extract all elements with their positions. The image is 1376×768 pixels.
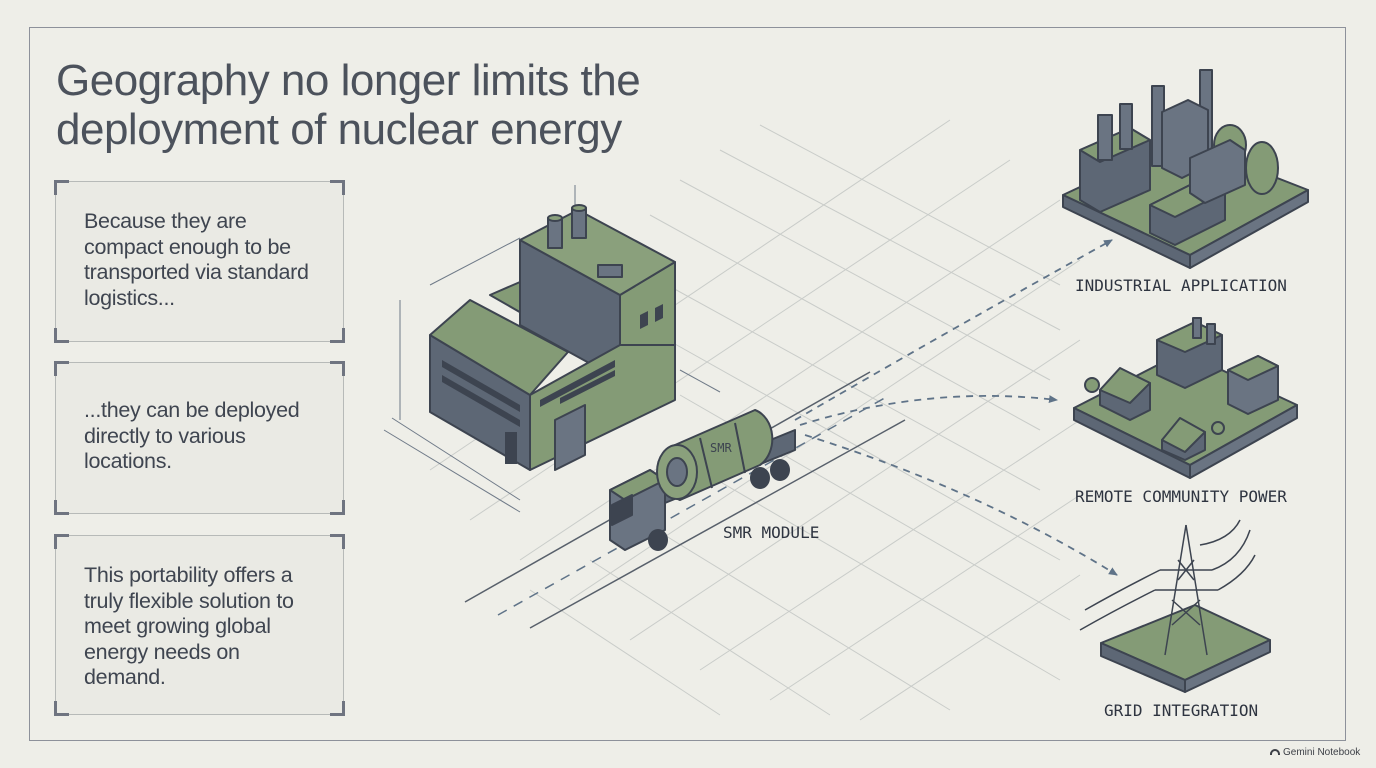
corner-bracket — [330, 500, 345, 515]
corner-bracket — [54, 328, 69, 343]
text-card-portability: This portability offers a truly flexible… — [54, 534, 345, 716]
corner-bracket — [54, 500, 69, 515]
text-card-deploy: ...they can be deployed directly to vari… — [54, 361, 345, 515]
module-tag: SMR — [710, 441, 732, 455]
corner-bracket — [330, 534, 345, 549]
logo-mark-icon — [1270, 749, 1280, 755]
route-community — [799, 395, 1058, 426]
isometric-grid — [429, 119, 1081, 721]
smr-truck-icon — [609, 409, 796, 551]
slide-frame — [29, 27, 1346, 741]
label-industrial: INDUSTRIAL APPLICATION — [1075, 276, 1287, 295]
corner-bracket — [330, 328, 345, 343]
slide-title: Geography no longer limits the deploymen… — [56, 56, 641, 154]
corner-bracket — [330, 180, 345, 195]
factory-building-icon — [383, 185, 721, 513]
text-card-transport: Because they are compact enough to be tr… — [54, 180, 345, 343]
gemini-notebook-logo: Gemini Notebook — [1270, 747, 1360, 758]
route-grid — [804, 434, 1118, 576]
card-text: Because they are compact enough to be tr… — [84, 209, 309, 310]
smr-module-label: SMR MODULE — [723, 523, 819, 542]
corner-bracket — [330, 701, 345, 716]
corner-bracket — [54, 180, 69, 195]
industrial-plant-icon — [1062, 69, 1309, 269]
label-community: REMOTE COMMUNITY POWER — [1075, 487, 1287, 506]
transmission-tower-icon — [1079, 519, 1271, 693]
corner-bracket — [54, 701, 69, 716]
card-text: ...they can be deployed directly to vari… — [84, 398, 300, 473]
deployment-routes — [794, 239, 1118, 576]
corner-bracket — [54, 534, 69, 549]
label-grid: GRID INTEGRATION — [1104, 701, 1258, 720]
card-text: This portability offers a truly flexible… — [84, 563, 294, 689]
logo-text: Gemini Notebook — [1283, 747, 1361, 758]
route-industrial — [794, 239, 1113, 421]
corner-bracket — [54, 361, 69, 376]
corner-bracket — [330, 361, 345, 376]
community-houses-icon — [1073, 317, 1298, 479]
